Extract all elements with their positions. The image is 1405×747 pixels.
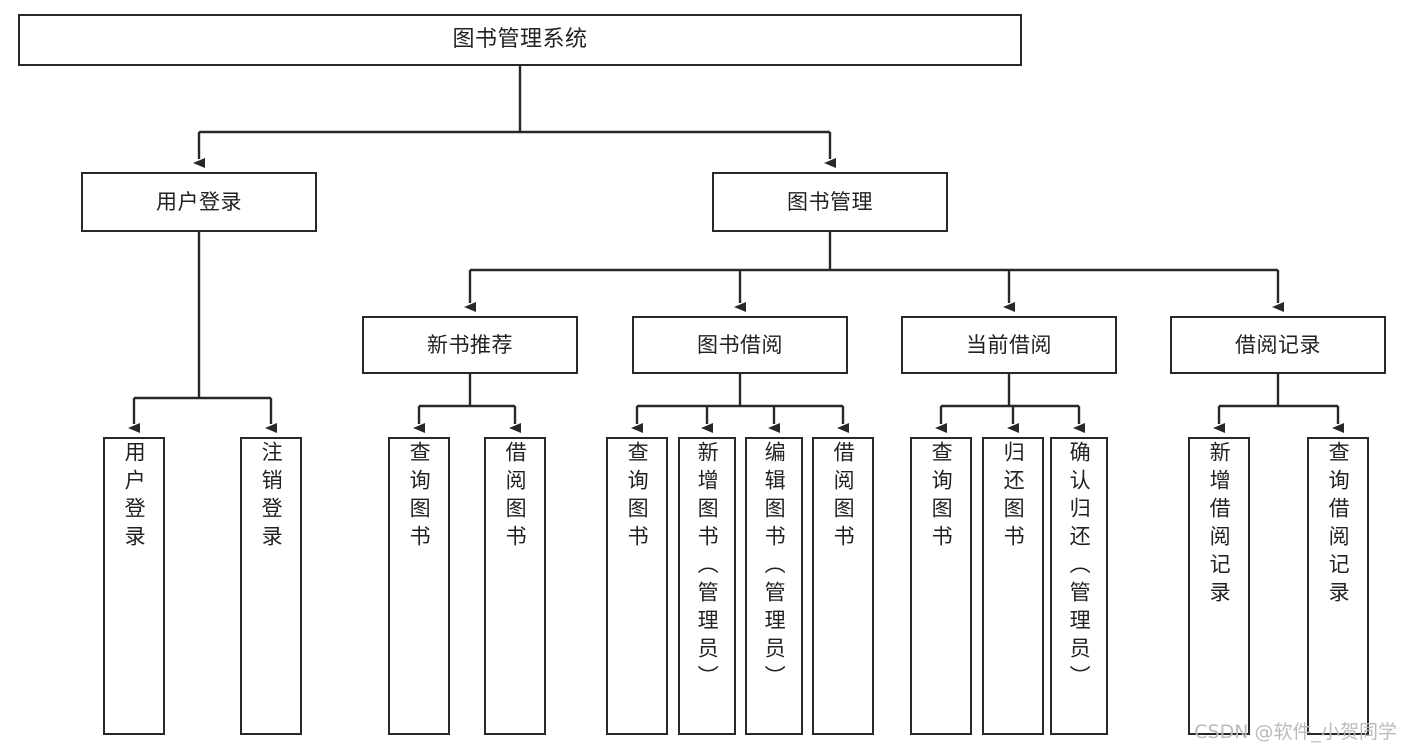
- node-new-book-rec-label: 新书推荐: [427, 332, 513, 357]
- node-book-manage[interactable]: 图书管理: [712, 172, 948, 232]
- node-leaf-query-record[interactable]: 查询借阅记录: [1307, 437, 1369, 735]
- node-current-borrow-label: 当前借阅: [966, 332, 1052, 357]
- node-leaf-add-book-label: 新增图书（管理员）: [695, 441, 720, 693]
- node-leaf-add-record[interactable]: 新增借阅记录: [1188, 437, 1250, 735]
- node-leaf-add-book[interactable]: 新增图书（管理员）: [678, 437, 736, 735]
- node-leaf-return-book[interactable]: 归还图书: [982, 437, 1044, 735]
- node-leaf-user-login-label: 用户登录: [122, 441, 147, 553]
- node-book-borrow-label: 图书借阅: [697, 332, 783, 357]
- node-leaf-edit-book-label: 编辑图书（管理员）: [762, 441, 787, 693]
- node-borrow-record-label: 借阅记录: [1235, 332, 1321, 357]
- node-root[interactable]: 图书管理系统: [18, 14, 1022, 66]
- node-book-manage-label: 图书管理: [787, 189, 873, 214]
- node-leaf-borrow-book-1[interactable]: 借阅图书: [484, 437, 546, 735]
- node-leaf-confirm-return[interactable]: 确认归还（管理员）: [1050, 437, 1108, 735]
- node-leaf-user-logout[interactable]: 注销登录: [240, 437, 302, 735]
- node-leaf-borrow-book-2[interactable]: 借阅图书: [812, 437, 874, 735]
- node-current-borrow[interactable]: 当前借阅: [901, 316, 1117, 374]
- node-borrow-record[interactable]: 借阅记录: [1170, 316, 1386, 374]
- node-leaf-borrow-book-2-label: 借阅图书: [831, 441, 856, 553]
- node-leaf-query-book-1-label: 查询图书: [407, 441, 432, 553]
- node-root-label: 图书管理系统: [452, 27, 588, 53]
- node-leaf-confirm-return-label: 确认归还（管理员）: [1067, 441, 1092, 693]
- node-leaf-user-logout-label: 注销登录: [259, 441, 284, 553]
- node-leaf-query-book-3[interactable]: 查询图书: [910, 437, 972, 735]
- node-leaf-user-login[interactable]: 用户登录: [103, 437, 165, 735]
- node-leaf-query-book-3-label: 查询图书: [929, 441, 954, 553]
- node-leaf-return-book-label: 归还图书: [1001, 441, 1026, 553]
- node-leaf-query-record-label: 查询借阅记录: [1326, 441, 1351, 609]
- node-user-login[interactable]: 用户登录: [81, 172, 317, 232]
- node-leaf-edit-book[interactable]: 编辑图书（管理员）: [745, 437, 803, 735]
- node-user-login-label: 用户登录: [156, 189, 242, 214]
- node-leaf-query-book-2[interactable]: 查询图书: [606, 437, 668, 735]
- node-leaf-add-record-label: 新增借阅记录: [1207, 441, 1232, 609]
- node-leaf-query-book-2-label: 查询图书: [625, 441, 650, 553]
- node-leaf-query-book-1[interactable]: 查询图书: [388, 437, 450, 735]
- node-leaf-borrow-book-1-label: 借阅图书: [503, 441, 528, 553]
- node-new-book-rec[interactable]: 新书推荐: [362, 316, 578, 374]
- edge-paths: [128, 66, 1344, 433]
- node-book-borrow[interactable]: 图书借阅: [632, 316, 848, 374]
